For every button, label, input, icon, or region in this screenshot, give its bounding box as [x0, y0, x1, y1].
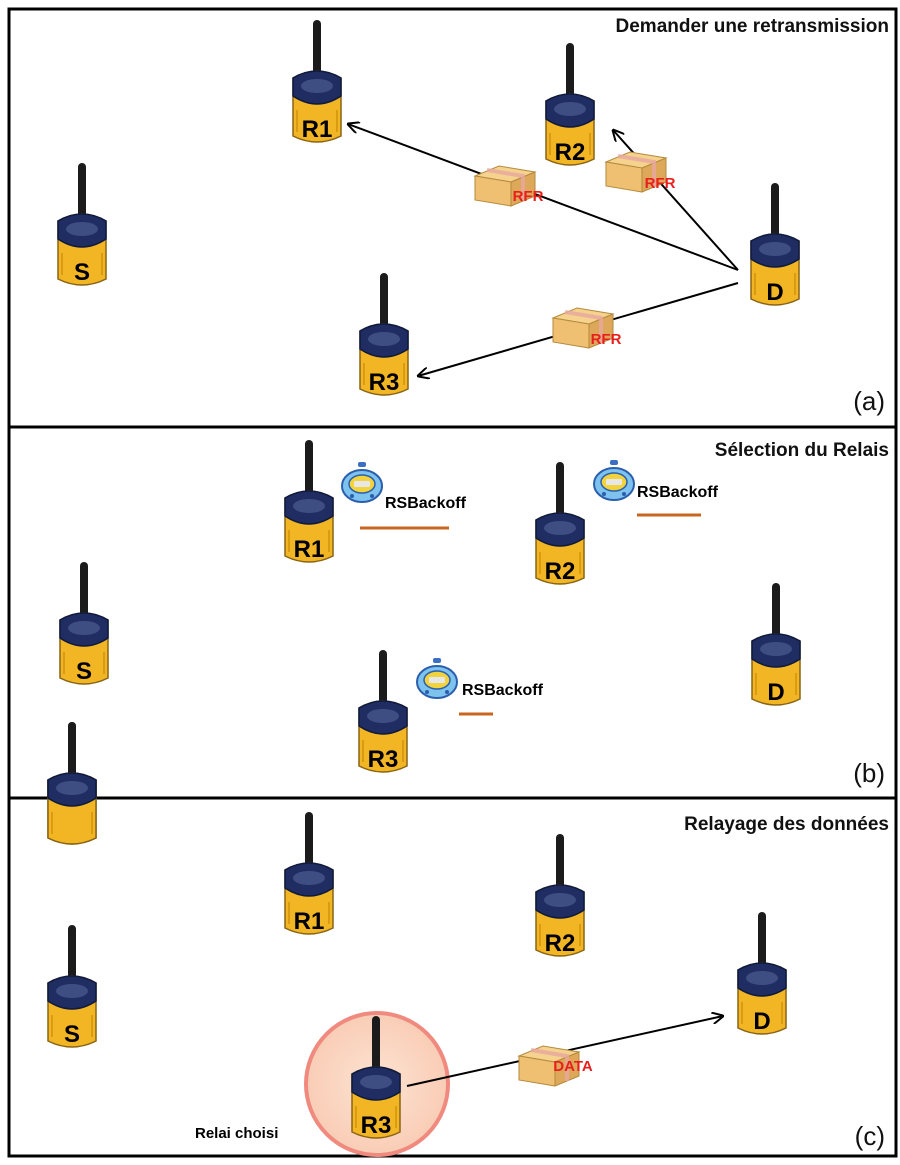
- rfr-packet-to-r3: RFR: [551, 306, 622, 350]
- panel-b-frame: [7, 425, 898, 800]
- panel-a-frame: [7, 7, 898, 429]
- node-label-d: D: [767, 679, 784, 706]
- node-label-r2: R2: [545, 930, 576, 957]
- rfr-packet-to-r1: RFR: [473, 164, 544, 208]
- radio-relay-group-c: S R1 R2 R3 D: [47, 811, 787, 1139]
- radio-relay3-b: R3: [358, 649, 408, 773]
- backoff-timer-r1: RSBackoff: [341, 461, 467, 530]
- node-label-r3: R3: [361, 1112, 392, 1139]
- backoff-label-r3: RSBackoff: [462, 682, 544, 699]
- rfr-label-r2: RFR: [645, 175, 676, 192]
- node-label-r2: R2: [555, 139, 586, 166]
- panel-b-label: (b): [853, 758, 885, 788]
- rfr-packet-to-r2: RFR: [604, 150, 676, 194]
- radio-relay2-a: R2: [545, 42, 595, 166]
- radio-relay1-b: R1: [284, 439, 334, 563]
- node-label-r1: R1: [302, 116, 333, 143]
- node-label-s: S: [64, 1021, 80, 1048]
- node-label-s: S: [74, 259, 90, 286]
- node-label-d: D: [753, 1008, 770, 1035]
- radio-relay2-b: R2: [535, 461, 585, 585]
- node-label-r2: R2: [545, 558, 576, 585]
- panel-a-title: Demander une retransmission: [616, 16, 889, 37]
- node-label-r1: R1: [294, 536, 325, 563]
- rfr-label-r3: RFR: [591, 331, 622, 348]
- panel-b-title: Sélection du Relais: [715, 440, 889, 461]
- node-label-r3: R3: [368, 746, 399, 773]
- panel-c-title: Relayage des données: [684, 814, 889, 835]
- panel-c-label: (c): [855, 1121, 885, 1151]
- radio-relay3-a: R3: [359, 272, 409, 396]
- backoff-timer-r3: RSBackoff: [416, 657, 544, 716]
- node-label-r1: R1: [294, 908, 325, 935]
- chosen-relay-caption: Relai choisi: [195, 1125, 278, 1142]
- rfr-label-r1: RFR: [513, 188, 544, 205]
- backoff-label-r1: RSBackoff: [385, 495, 467, 512]
- radio-destination-b: D: [751, 582, 801, 706]
- panel-a-label: (a): [853, 386, 885, 416]
- radio-source-b: S: [59, 561, 109, 685]
- radio-relay1-a: R1: [292, 19, 342, 143]
- node-label-d: D: [766, 279, 783, 306]
- data-packet: DATA: [517, 1044, 593, 1088]
- radio-source-a: S: [57, 162, 107, 286]
- backoff-label-r2: RSBackoff: [637, 484, 719, 501]
- node-label-r3: R3: [369, 369, 400, 396]
- radio-destination-a: D: [750, 182, 800, 306]
- backoff-timer-r2: RSBackoff: [593, 459, 719, 517]
- arrow-d-to-r1: [348, 124, 739, 271]
- node-label-s: S: [76, 658, 92, 685]
- data-label: DATA: [553, 1058, 593, 1075]
